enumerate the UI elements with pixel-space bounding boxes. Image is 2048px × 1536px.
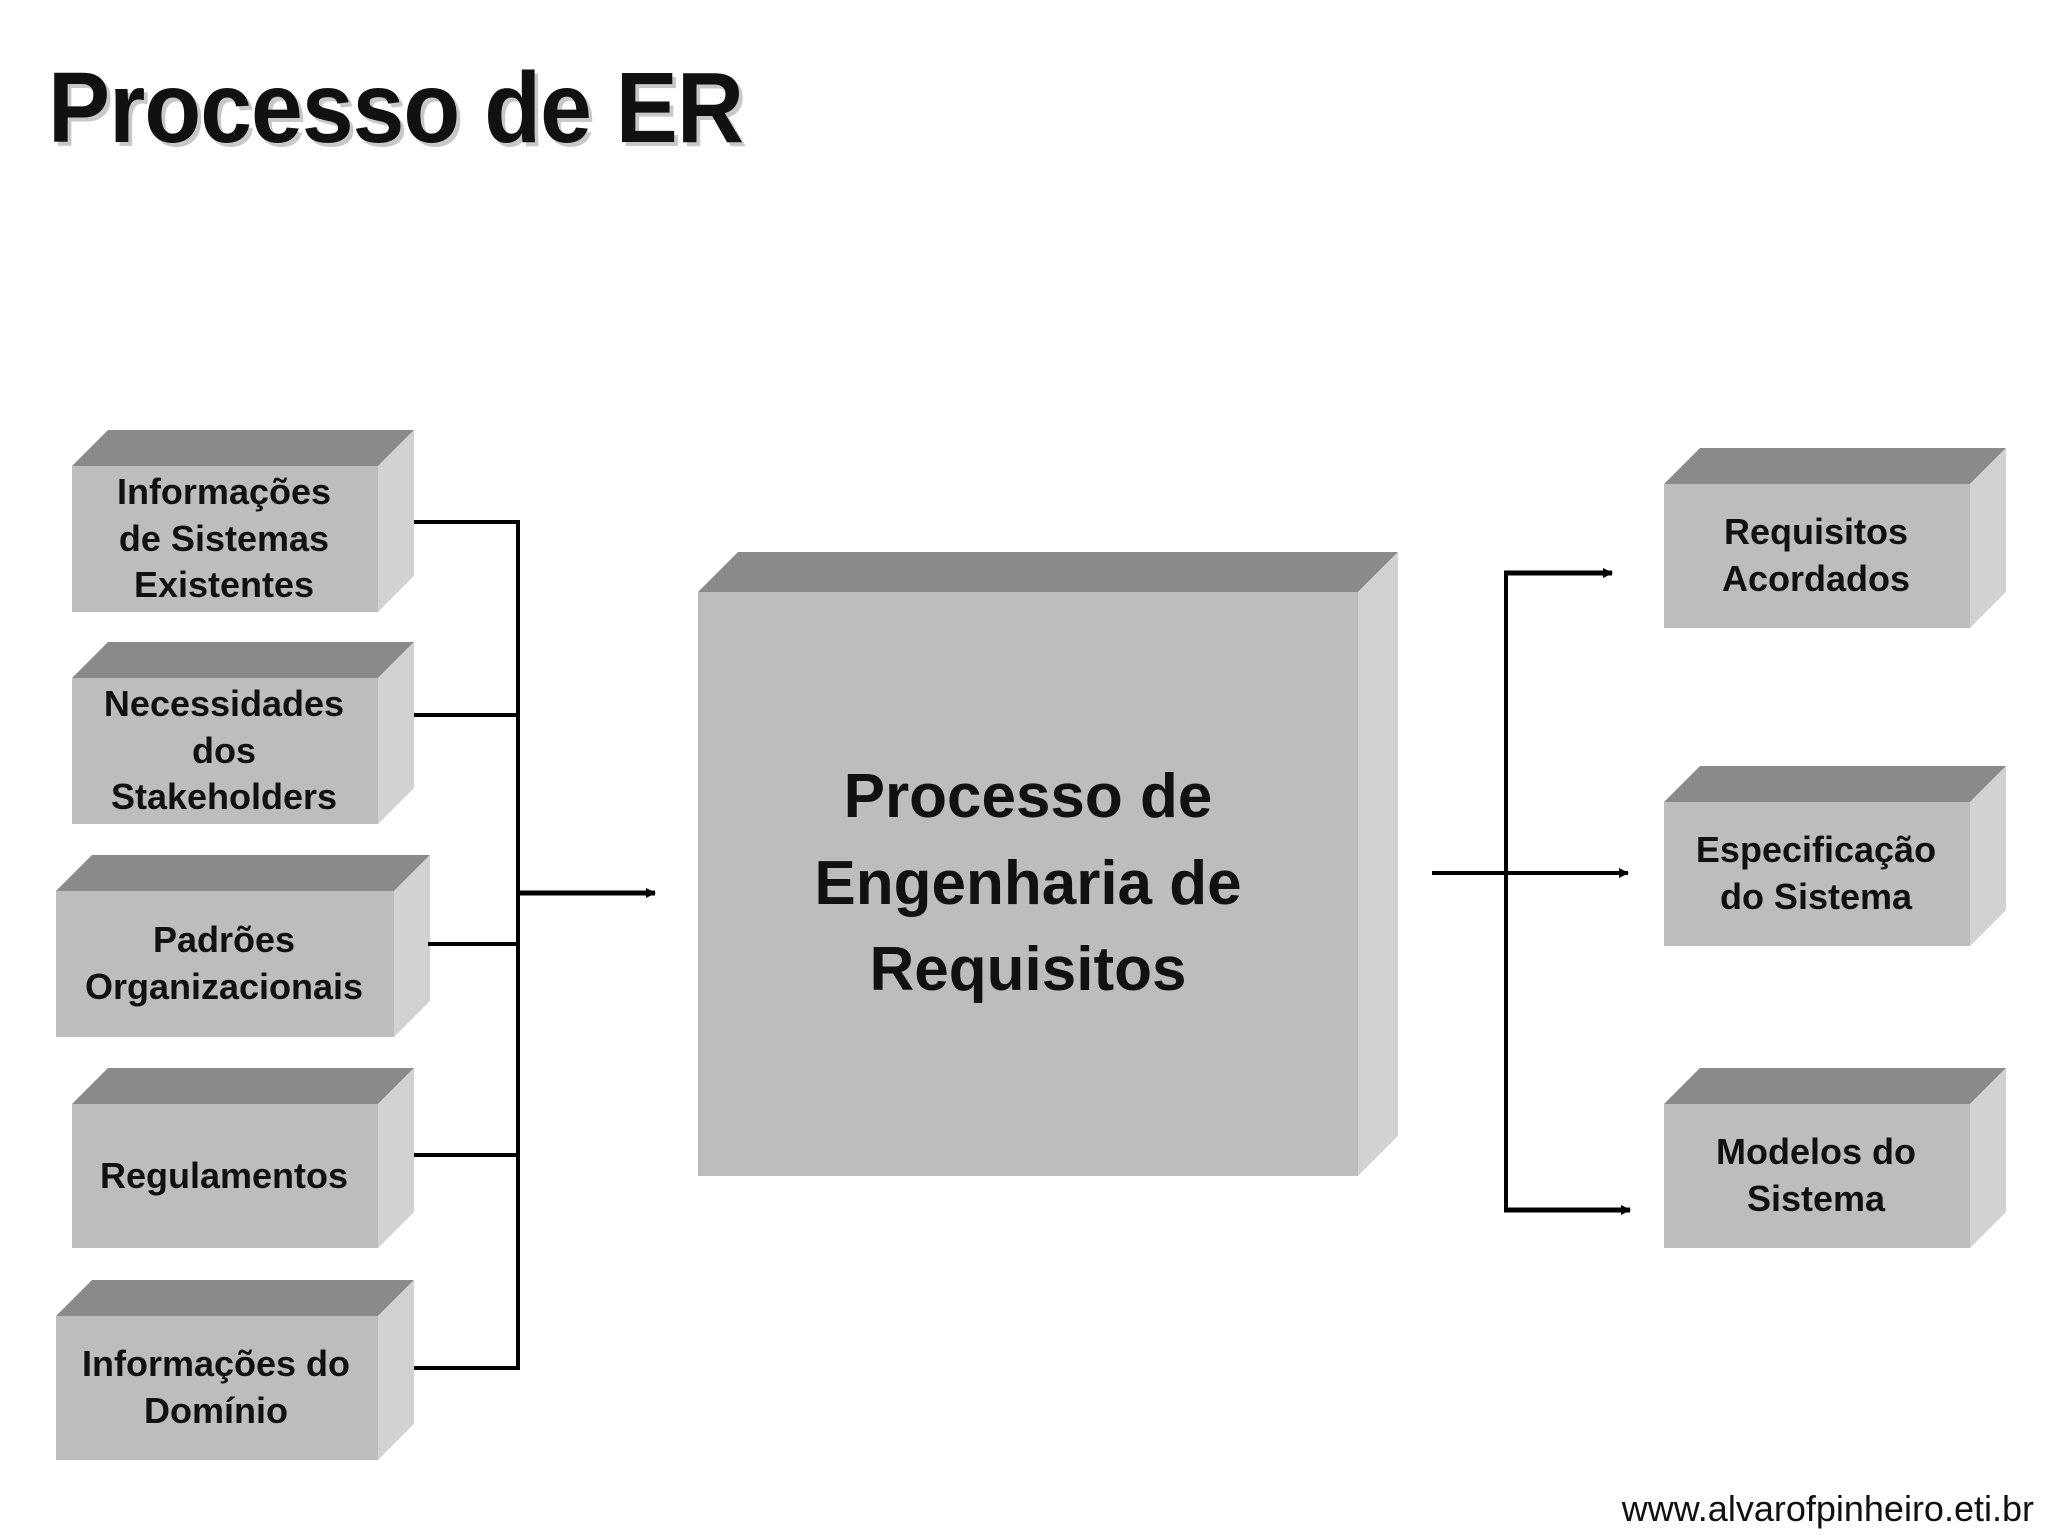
- input-box-padroes-organizacionais-front-face: [56, 891, 394, 1037]
- output-box-label: Requisitos Acordados: [1721, 511, 1911, 599]
- output-box-requisitos-acordados: Requisitos Acordados: [1664, 448, 2006, 628]
- input-box-label: Necessidades dos Stakeholders: [103, 682, 345, 818]
- input-box-padroes-organizacionais: Padrões Organizacionais: [56, 855, 430, 1037]
- input-box-label: Padrões Organizacionais: [84, 919, 364, 1007]
- process-box-top-face: [698, 552, 1398, 592]
- process-box-front-face: [698, 592, 1358, 1176]
- input-box-padroes-organizacionais-side-face: [394, 855, 430, 1037]
- output-box-requisitos-acordados-top-face: [1664, 448, 2006, 484]
- input-box-dominio: Informações do Domínio: [56, 1280, 414, 1460]
- input-box-sistemas-existentes-side-face: [378, 430, 414, 612]
- process-box-side-face: [1358, 552, 1398, 1176]
- input-box-stakeholders-side-face: [378, 642, 414, 824]
- output-box-modelos-sistema-top-face: [1664, 1068, 2006, 1104]
- input-box-padroes-organizacionais-top-face: [56, 855, 430, 891]
- input-box-regulamentos-top-face: [72, 1068, 414, 1104]
- input-box-label: Informações de Sistemas Existentes: [116, 470, 332, 606]
- input-box-label: Regulamentos: [99, 1154, 349, 1196]
- output-box-especificacao-sistema-front-face: [1664, 802, 1970, 946]
- output-box-modelos-sistema-front-face: [1664, 1104, 1970, 1248]
- input-box-regulamentos-side-face: [378, 1068, 414, 1248]
- output-box-requisitos-acordados-side-face: [1970, 448, 2006, 628]
- input-box-stakeholders-front-face: [72, 678, 378, 824]
- input-box-regulamentos: Regulamentos: [72, 1068, 414, 1248]
- output-box-especificacao-sistema-side-face: [1970, 766, 2006, 946]
- output-box-label: Especificação do Sistema: [1695, 829, 1937, 917]
- output-box-modelos-sistema-side-face: [1970, 1068, 2006, 1248]
- input-box-dominio-top-face: [56, 1280, 414, 1316]
- output-box-especificacao-sistema-top-face: [1664, 766, 2006, 802]
- input-box-sistemas-existentes-front-face: [72, 466, 378, 612]
- input-box-label: Informações do Domínio: [81, 1343, 351, 1431]
- input-box-sistemas-existentes-top-face: [72, 430, 414, 466]
- input-box-stakeholders: Necessidades dos Stakeholders: [72, 642, 414, 824]
- input-box-sistemas-existentes: Informações de Sistemas Existentes: [72, 430, 414, 612]
- input-box-regulamentos-front-face: [72, 1104, 378, 1248]
- input-box-stakeholders-top-face: [72, 642, 414, 678]
- output-box-label: Modelos do Sistema: [1716, 1131, 1916, 1219]
- process-box-label: Processo de Engenharia de Requisitos: [814, 761, 1242, 1005]
- page-title: Processo de ER: [48, 52, 744, 164]
- output-box-modelos-sistema: Modelos do Sistema: [1664, 1068, 2006, 1248]
- output-box-requisitos-acordados-front-face: [1664, 484, 1970, 628]
- input-box-dominio-side-face: [378, 1280, 414, 1460]
- output-box-especificacao-sistema: Especificação do Sistema: [1664, 766, 2006, 946]
- process-box: Processo de Engenharia de Requisitos: [698, 552, 1398, 1176]
- footer-url: www.alvarofpinheiro.eti.br: [1621, 1488, 2034, 1529]
- input-box-dominio-front-face: [56, 1316, 378, 1460]
